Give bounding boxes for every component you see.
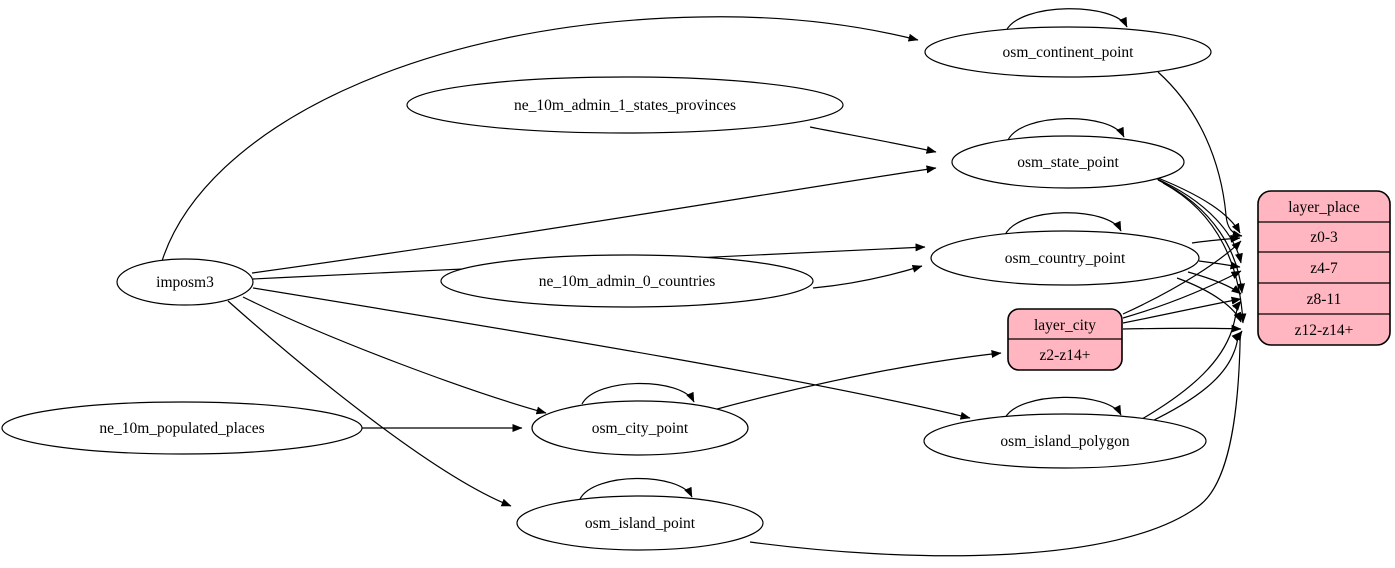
table-layer-place: layer_place z0-3 z4-7 z8-11 z12-z14+: [1257, 190, 1391, 346]
layer-place-row-z0-3: z0-3: [1310, 229, 1338, 246]
nepop-ellipse: [1, 401, 363, 455]
layer-place-title: layer_place: [1288, 199, 1360, 216]
node-osm-state-point: osm_state_point: [951, 135, 1185, 189]
node-osm-continent-point: osm_continent_point: [924, 26, 1212, 78]
layer-city-title: layer_city: [1034, 317, 1096, 334]
edge-state-z0-3: [1147, 173, 1241, 234]
city-ellipse: [531, 400, 749, 456]
table-layer-city: layer_city z2-z14+: [1007, 308, 1123, 371]
edge-imposm3-island-point: [227, 300, 512, 507]
ne0-ellipse: [440, 254, 814, 308]
selfloop-island-point: [579, 477, 693, 500]
edge-state-z4-7: [1152, 176, 1243, 264]
node-osm-island-point: osm_island_point: [516, 495, 764, 551]
edge-islandpoint-z12-z14: [749, 330, 1243, 557]
edge-layercity-z4-7: [1122, 270, 1242, 319]
country-label: osm_country_point: [1005, 250, 1126, 267]
continent-label: osm_continent_point: [1003, 44, 1135, 61]
selfloop-country: [1004, 212, 1122, 236]
node-imposm3: imposm3: [116, 258, 254, 306]
edge-imposm3-state: [251, 165, 937, 274]
edge-islandpolygon-z8-11: [1141, 300, 1242, 420]
nepop-label: ne_10m_populated_places: [99, 420, 264, 437]
island-polygon-label: osm_island_polygon: [1000, 433, 1129, 450]
island-point-label: osm_island_point: [585, 515, 696, 532]
continent-ellipse: [924, 26, 1212, 78]
imposm3-ellipse: [116, 258, 254, 306]
country-ellipse: [930, 230, 1200, 286]
node-osm-city-point: osm_city_point: [531, 400, 749, 456]
selfloop-state: [1007, 118, 1125, 141]
edge-imposm3-island-polygon: [252, 287, 971, 420]
imposm3-label: imposm3: [156, 274, 214, 291]
ne1-ellipse: [406, 76, 844, 134]
selfloop-continent: [1005, 8, 1128, 32]
layer-place-box: [1257, 190, 1391, 346]
layer-place-row-z12-z14: z12-z14+: [1295, 322, 1354, 339]
node-ne-10m-populated-places: ne_10m_populated_places: [1, 401, 363, 455]
island-point-ellipse: [516, 495, 764, 551]
edge-imposm3-continent: [161, 16, 919, 262]
edge-city-layercity: [705, 350, 1002, 413]
node-ne-10m-admin-0-countries: ne_10m_admin_0_countries: [440, 254, 814, 308]
edge-imposm3-city: [242, 296, 547, 415]
node-ne-10m-admin-1-states-provinces: ne_10m_admin_1_states_provinces: [406, 76, 844, 134]
edge-country-z0-3: [1191, 234, 1241, 244]
edge-group: [161, 8, 1247, 557]
edge-layercity-z8-11: [1122, 296, 1242, 324]
edge-ne0-country: [812, 264, 923, 289]
edge-country-z12-z14: [1176, 277, 1242, 323]
edge-country-z4-7: [1198, 260, 1241, 270]
state-ellipse: [951, 135, 1185, 189]
layer-city-row-z2-z14: z2-z14+: [1040, 347, 1091, 364]
edge-ne1-state: [809, 126, 937, 154]
city-label: osm_city_point: [592, 420, 689, 437]
ne0-label: ne_10m_admin_0_countries: [539, 273, 716, 290]
edge-country-z8-11: [1187, 271, 1242, 295]
layer-place-row-z8-11: z8-11: [1307, 291, 1342, 308]
island-polygon-ellipse: [923, 413, 1207, 469]
ne1-label: ne_10m_admin_1_states_provinces: [514, 97, 736, 114]
layer-place-row-z4-7: z4-7: [1310, 260, 1338, 277]
node-osm-country-point: osm_country_point: [930, 230, 1200, 286]
selfloop-island-polygon: [1004, 396, 1122, 419]
state-label: osm_state_point: [1017, 154, 1119, 171]
selfloop-city: [581, 382, 695, 405]
edge-layercity-z0-3: [1122, 240, 1242, 315]
edge-layercity-z12-z14: [1122, 324, 1242, 333]
edge-islandpolygon-z12-z14: [1147, 331, 1242, 424]
node-osm-island-polygon: osm_island_polygon: [923, 413, 1207, 469]
